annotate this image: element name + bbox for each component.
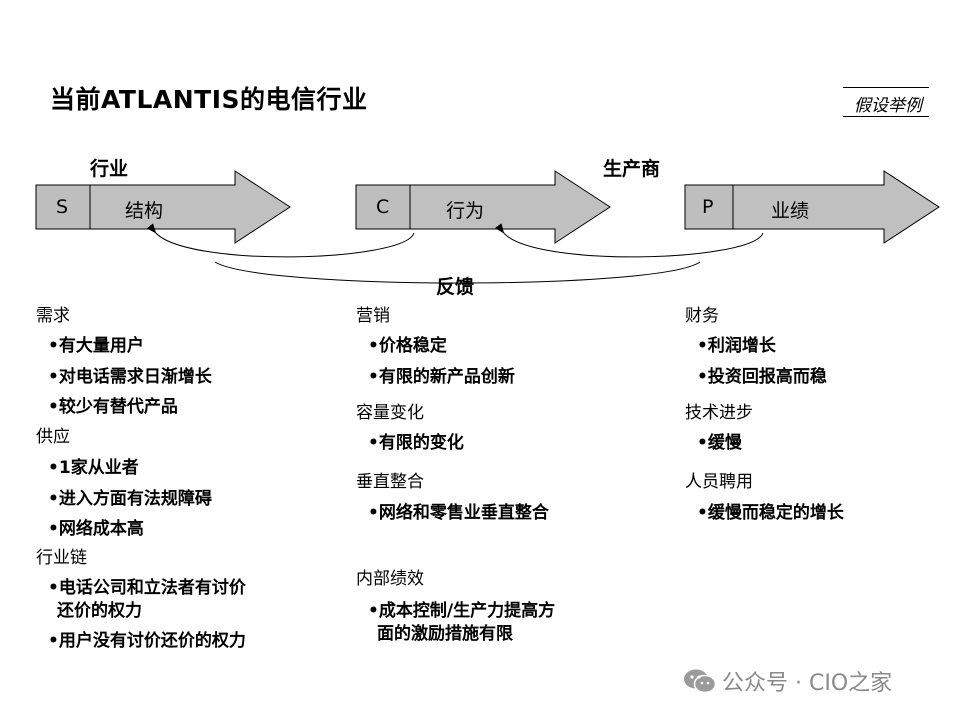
- demand-title: 需求: [36, 306, 70, 326]
- feedback-curve-c-to-s: [146, 223, 415, 258]
- page-title: 当前ATLANTIS的电信行业: [50, 85, 368, 114]
- list-item: •进入方面有法规障碍: [48, 489, 212, 509]
- performance-letter: P: [702, 196, 714, 218]
- list-item: •有大量用户: [48, 336, 144, 356]
- industry-header: 行业: [90, 158, 129, 180]
- list-item: •用户没有讨价还价的权力: [48, 631, 246, 651]
- list-item: 还价的权力: [57, 601, 142, 621]
- list-item: •1家从业者: [48, 458, 139, 478]
- conduct-letter-box: [355, 184, 411, 230]
- list-item: •较少有替代产品: [48, 397, 178, 417]
- watermark-text: 公众号 · CIO之家: [722, 671, 893, 696]
- list-item: •缓慢而稳定的增长: [697, 503, 844, 523]
- conduct-word: 行为: [446, 200, 485, 222]
- internal-title: 内部绩效: [356, 569, 424, 589]
- chain-title: 行业链: [36, 548, 87, 568]
- structure-letter-box: [35, 184, 91, 230]
- capacity-title: 容量变化: [356, 403, 424, 423]
- tech-title: 技术进步: [685, 403, 753, 423]
- list-item: •利润增长: [697, 336, 776, 356]
- list-item: •对电话需求日渐增长: [48, 367, 212, 387]
- hypothesis-tag: 假设举例: [854, 96, 922, 116]
- conduct-letter: C: [376, 196, 390, 218]
- structure-word: 结构: [125, 200, 164, 222]
- hiring-title: 人员聘用: [685, 472, 753, 492]
- list-item: •缓慢: [697, 433, 742, 453]
- marketing-title: 营销: [356, 306, 390, 326]
- producer-header: 生产商: [603, 158, 661, 180]
- list-item: •有限的新产品创新: [368, 367, 515, 387]
- list-item: •电话公司和立法者有讨价: [48, 578, 246, 598]
- hypothesis-tag-frame: [843, 87, 929, 117]
- performance-letter-box: [684, 184, 734, 230]
- list-item: •价格稳定: [368, 336, 447, 356]
- list-item: •成本控制/生产力提高方: [368, 601, 556, 621]
- list-item: •网络和零售业垂直整合: [368, 503, 549, 523]
- supply-title: 供应: [36, 427, 70, 447]
- list-item: 面的激励措施有限: [377, 624, 513, 644]
- list-item: •网络成本高: [48, 519, 144, 539]
- list-item: •投资回报高而稳: [697, 367, 827, 387]
- structure-letter: S: [56, 196, 69, 218]
- performance-word: 业绩: [771, 200, 810, 222]
- list-item: •有限的变化: [368, 433, 464, 453]
- finance-title: 财务: [685, 306, 719, 326]
- vertical-title: 垂直整合: [356, 472, 424, 492]
- feedback-curve-outer: [214, 261, 701, 284]
- feedback-curve-p-to-c: [494, 223, 764, 258]
- wechat-icon: [684, 669, 717, 694]
- feedback-label: 反馈: [436, 276, 475, 298]
